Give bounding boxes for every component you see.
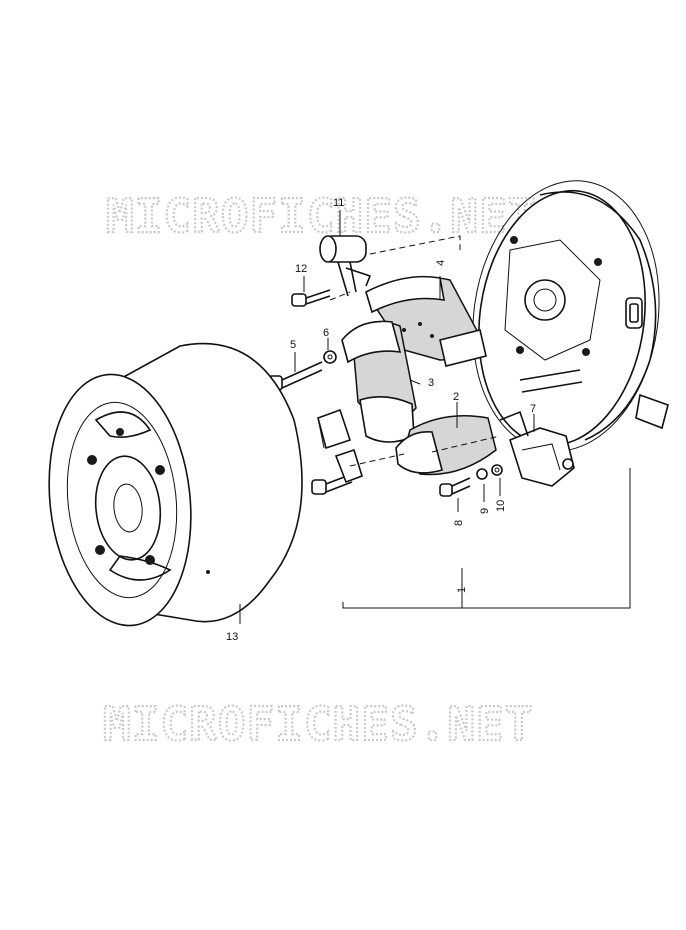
washer-6 xyxy=(323,350,337,364)
watermark-top: MICROFICHES.NET xyxy=(106,189,536,243)
watermark-bottom: MICROFICHES.NET xyxy=(103,697,533,751)
callout-1: 1 xyxy=(456,587,468,593)
callout-2: 2 xyxy=(453,391,459,403)
screw-12 xyxy=(291,289,331,307)
callout-8: 8 xyxy=(453,520,465,526)
coil-upper xyxy=(365,275,487,367)
callout-6: 6 xyxy=(323,327,329,339)
contact-breaker-assembly xyxy=(499,410,575,487)
callout-11: 11 xyxy=(333,197,344,209)
callout-3: 3 xyxy=(428,377,434,389)
washer-9 xyxy=(476,468,488,480)
callout-7: 7 xyxy=(530,403,536,415)
flywheel-rotor xyxy=(48,342,303,627)
coil-lower xyxy=(395,414,497,476)
leader-lines xyxy=(239,210,631,624)
screw-lower xyxy=(311,448,363,495)
callout-4: 4 xyxy=(435,260,447,266)
screw-8 xyxy=(439,477,471,497)
callout-13: 13 xyxy=(226,631,238,643)
pickup-clip xyxy=(319,235,372,297)
callout-10: 10 xyxy=(495,500,507,512)
callout-9: 9 xyxy=(479,508,491,514)
terminal-block xyxy=(317,408,352,450)
callout-5: 5 xyxy=(290,339,296,351)
coil-left xyxy=(341,320,417,443)
callouts: 1 2 3 4 5 6 7 8 9 10 11 12 13 xyxy=(226,197,536,643)
washer-10 xyxy=(491,464,503,476)
stator-base-plate xyxy=(472,180,669,452)
callout-12: 12 xyxy=(295,263,307,275)
